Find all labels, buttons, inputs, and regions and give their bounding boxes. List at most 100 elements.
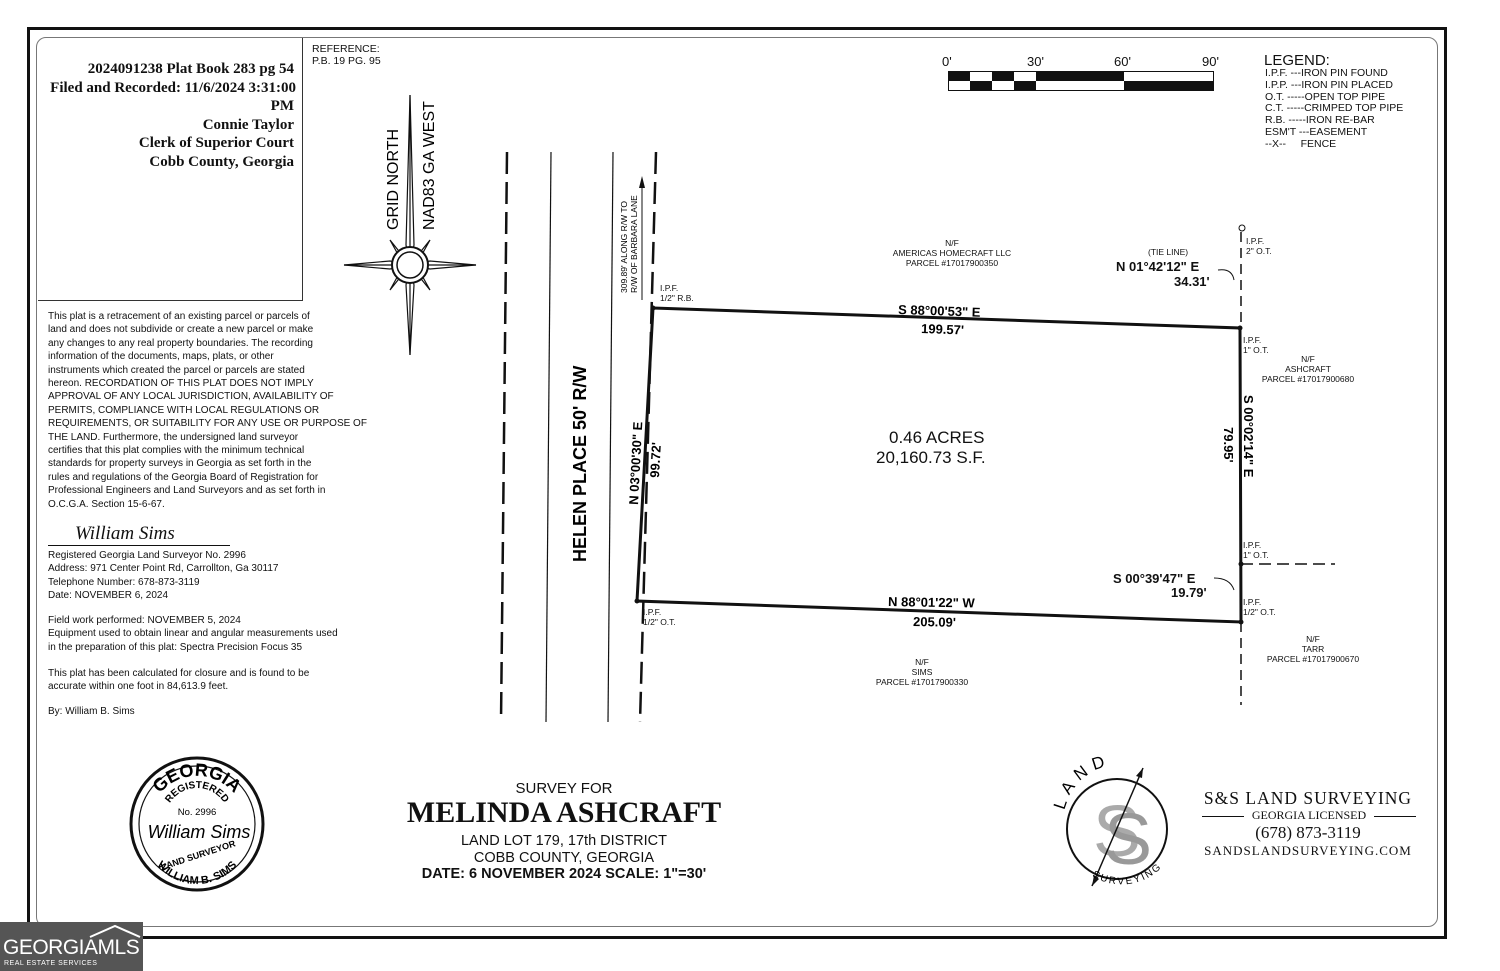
- note-line: certifies that this plat complies with t…: [48, 445, 305, 457]
- scale-label: 60': [1114, 54, 1131, 69]
- north-bearing: S 88°00'53" E: [898, 302, 981, 320]
- note-line: hereon. RECORDATION OF THIS PLAT DOES NO…: [48, 378, 314, 390]
- parcel-sqft: 20,160.73 S.F.: [876, 448, 986, 467]
- pin-marker: [1237, 325, 1243, 331]
- logo-arrow: [1136, 768, 1143, 778]
- leader-line: [1217, 269, 1235, 281]
- pin-size: 2" O.T.: [1246, 246, 1272, 256]
- field-info: Field work performed: NOVEMBER 5, 2024 E…: [48, 614, 338, 654]
- adjoiner-southeast: N/F TARR PARCEL #17017900670: [1255, 634, 1371, 664]
- west-distance: 99.72': [647, 442, 664, 478]
- recording-line: Clerk of Superior Court: [138, 135, 294, 151]
- field-line: Equipment used to obtain linear and angu…: [48, 628, 338, 640]
- tie-arrow-head: [639, 176, 645, 188]
- note-line: PERMITS, COMPLIANCE WITH LOCAL REGULATIO…: [48, 404, 320, 416]
- tie-bearing: N 01°42'12" E: [1116, 259, 1200, 274]
- rule: [1202, 816, 1244, 817]
- leader-line: [1213, 577, 1235, 591]
- closure-line: accurate within one foot in 84,613.9 fee…: [48, 681, 229, 693]
- note-line: any changes to any real property boundar…: [48, 337, 313, 349]
- legend-item: I.P.P. ---IRON PIN PLACED: [1265, 78, 1393, 91]
- company-licensed: GEORGIA LICENSED: [1251, 808, 1367, 822]
- adjoiner-line: N/F: [945, 238, 959, 248]
- title-line: COBB COUNTY, GEORGIA: [473, 850, 655, 866]
- pin-marker: [1238, 619, 1244, 625]
- field-line: Field work performed: NOVEMBER 5, 2024: [48, 615, 241, 626]
- surveyor-line: Address: 971 Center Point Rd, Carrollton…: [48, 563, 279, 575]
- pin-type: I.P.F.: [660, 283, 679, 293]
- adjoiner-east: N/F ASHCRAFT PARCEL #17017900680: [1250, 354, 1366, 384]
- tie-note: 309.89' ALONG R/W TO: [619, 201, 629, 293]
- seal-number: No. 2996: [178, 807, 217, 818]
- note-line: REQUIREMENTS, OR SUITABILITY FOR ANY USE…: [48, 418, 367, 430]
- pin-type: I.P.F.: [1246, 236, 1265, 246]
- signature-line: [48, 545, 230, 546]
- scale-label: 0': [942, 54, 952, 69]
- plat-outer-border: [27, 27, 1447, 939]
- survey-for: SURVEY FOR: [515, 780, 613, 797]
- scale-label: 90': [1202, 54, 1219, 69]
- recording-line: 2024091238 Plat Book 283 pg 54: [87, 61, 294, 77]
- adjoiner-line: TARR: [1301, 644, 1325, 654]
- adjoiner-line: N/F: [915, 657, 929, 667]
- plat-notes: This plat is a retracement of an existin…: [48, 310, 367, 511]
- note-line: land and does not subdivide or create a …: [48, 324, 314, 336]
- road-edge: [545, 151, 552, 723]
- note-line: THE LAND. Furthermore, the undersigned l…: [48, 431, 299, 443]
- scale-bar: [948, 71, 1214, 91]
- field-line: in the preparation of this plat: Spectra…: [48, 641, 303, 653]
- se-bearing: S 00°39'47" E: [1113, 571, 1196, 586]
- title-line: LAND LOT 179, 17th DISTRICT: [460, 833, 668, 849]
- right-of-way-line: [638, 151, 658, 723]
- surveyor-signature: William Sims: [75, 523, 175, 544]
- adjoiner-north: N/F AMERICAS HOMECRAFT LLC PARCEL #17017…: [870, 238, 1034, 268]
- pin-size: 1/2" O.T.: [1243, 607, 1276, 617]
- pin-type: I.P.F.: [643, 607, 662, 617]
- pin-type: I.P.F.: [1243, 597, 1262, 607]
- reference: REFERENCE: P.B. 19 PG. 95: [312, 43, 381, 67]
- house-icon: [89, 924, 141, 938]
- adjoiner-line: N/F: [1301, 354, 1315, 364]
- reference-title: REFERENCE:: [312, 43, 380, 55]
- east-bearing: S 00°02'14" E: [1241, 395, 1256, 478]
- surveyor-line: Date: NOVEMBER 6, 2024: [48, 590, 169, 602]
- recording-line: PM: [270, 98, 294, 114]
- company-name: S&S LAND SURVEYING: [1203, 788, 1413, 808]
- closure-info: This plat has been calculated for closur…: [48, 667, 309, 694]
- plat-inner-border: [36, 37, 1438, 927]
- logo-compass-line: [1091, 767, 1144, 887]
- surveyor-line: Telephone Number: 678-873-3119: [48, 576, 200, 588]
- note-line: standards for property surveys in Georgi…: [48, 458, 312, 470]
- adjoiner-line: ASHCRAFT: [1285, 364, 1331, 374]
- legend-item: C.T. -----CRIMPED TOP PIPE: [1265, 102, 1404, 115]
- rule: [1374, 816, 1416, 817]
- note-line: Professional Engineers and Land Surveyor…: [48, 485, 326, 497]
- note-line: instruments which created the parcel or …: [48, 364, 305, 376]
- pin-label-nw: I.P.F. 1/2" R.B.: [660, 283, 694, 303]
- pin-label-tie: I.P.F. 2" O.T.: [1246, 236, 1272, 256]
- adjoiner-south: N/F SIMS PARCEL #17017900330: [863, 657, 981, 687]
- adjoiner-line: PARCEL #17017900330: [875, 677, 969, 687]
- note-line: APPROVAL OF ANY LOCAL JURISDICTION, AVAI…: [48, 391, 334, 403]
- legend-item: I.P.F. ---IRON PIN FOUND: [1265, 67, 1388, 79]
- parcel-acres: 0.46 ACRES: [889, 428, 985, 447]
- pin-marker: [650, 305, 656, 311]
- surveyor-info: Registered Georgia Land Surveyor No. 299…: [48, 549, 279, 603]
- pin-label-emid: I.P.F. 1" O.T.: [1243, 540, 1269, 560]
- note-line: information of the documents, maps, plat…: [48, 351, 274, 363]
- south-bearing: N 88°01'22" W: [888, 594, 976, 611]
- pin-marker: [634, 598, 640, 604]
- adjoiner-line: AMERICAS HOMECRAFT LLC: [892, 248, 1012, 258]
- tie-line-label: (TIE LINE): [1148, 247, 1189, 257]
- west-bearing: N 03°00'30" E: [626, 421, 645, 505]
- watermark-text: GEORGIAMLS: [3, 936, 140, 959]
- adjoiner-line: N/F: [1306, 634, 1320, 644]
- adjoiner-line: SIMS: [911, 667, 933, 677]
- road-centerline: [499, 151, 509, 723]
- pin-type: I.P.F.: [1243, 540, 1262, 550]
- legend: I.P.F. ---IRON PIN FOUND I.P.P. ---IRON …: [1265, 67, 1404, 151]
- tie-note: R/W OF BARBARA LANE: [629, 195, 639, 293]
- recording-box: 2024091238 Plat Book 283 pg 54 Filed and…: [38, 38, 303, 301]
- legend-item: --X-- FENCE: [1265, 137, 1337, 150]
